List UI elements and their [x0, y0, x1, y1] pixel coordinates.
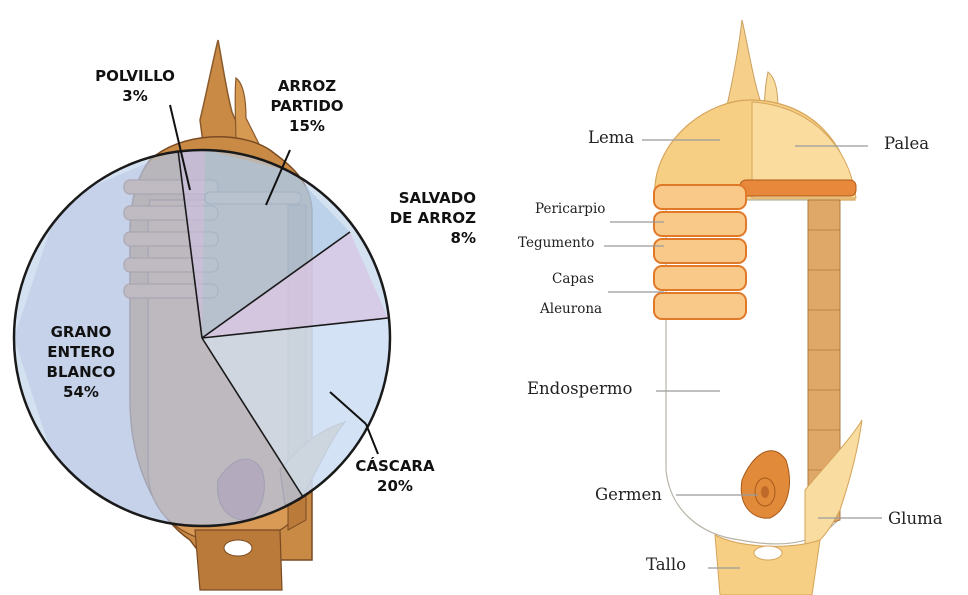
label-capas: Capas: [552, 270, 594, 288]
label-grano-entero-blanco: GRANO ENTERO BLANCO 54%: [36, 322, 126, 402]
right-top-band: [740, 180, 856, 196]
label-germen: Germen: [595, 486, 662, 504]
label-endospermo: Endospermo: [527, 380, 632, 398]
label-pericarpio: Pericarpio: [535, 200, 605, 218]
label-tegumento: Tegumento: [518, 234, 594, 252]
label-arroz-partido: ARROZ PARTIDO 15%: [262, 76, 352, 136]
label-polvillo: POLVILLO 3%: [95, 66, 175, 106]
label-palea: Palea: [884, 135, 929, 153]
right-rice-grain: [654, 20, 862, 595]
label-tallo: Tallo: [646, 556, 686, 574]
label-gluma: Gluma: [888, 510, 943, 528]
left-stem: [195, 530, 282, 590]
label-aleurona: Aleurona: [540, 300, 602, 318]
label-salvado-de-arroz: SALVADO DE ARROZ 8%: [376, 188, 476, 248]
label-lema: Lema: [588, 129, 634, 147]
label-cascara: CÁSCARA 20%: [340, 456, 450, 496]
right-bands: [654, 185, 746, 319]
